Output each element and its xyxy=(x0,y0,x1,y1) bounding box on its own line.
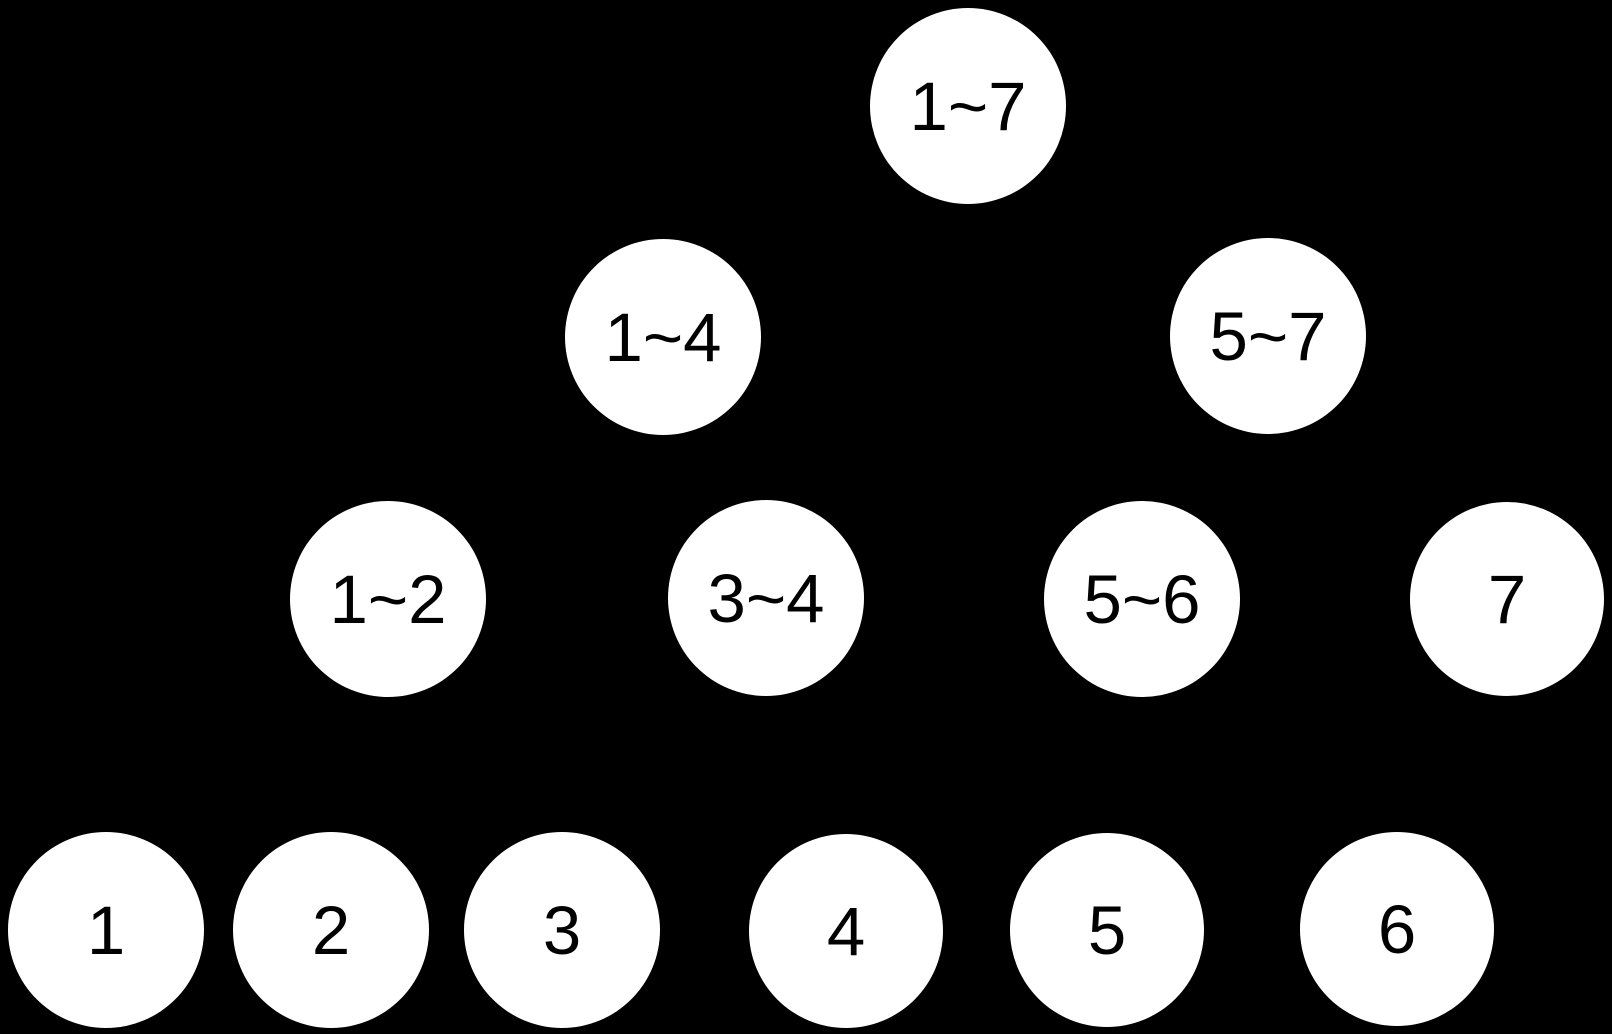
tree-node-1: 1 xyxy=(8,832,204,1028)
tree-node-label: 1~4 xyxy=(604,298,722,376)
tree-node-label: 6 xyxy=(1377,890,1417,968)
tree-node-4: 4 xyxy=(749,834,943,1028)
tree-node-label: 3 xyxy=(542,891,582,969)
tree-node-2: 2 xyxy=(233,832,429,1028)
tree-node-1-4: 1~4 xyxy=(565,239,761,435)
tree-node-5-6: 5~6 xyxy=(1044,501,1240,697)
tree-node-label: 2 xyxy=(311,891,351,969)
tree-node-label: 1 xyxy=(86,891,126,969)
tree-node-label: 7 xyxy=(1487,560,1527,638)
tree-node-label: 1~2 xyxy=(329,560,447,638)
tree-node-label: 4 xyxy=(826,892,866,970)
tree-node-1-2: 1~2 xyxy=(290,501,486,697)
tree-node-1-7: 1~7 xyxy=(870,8,1066,204)
tree-node-3: 3 xyxy=(464,832,660,1028)
tree-node-label: 5~7 xyxy=(1209,297,1327,375)
tree-node-7: 7 xyxy=(1410,502,1604,696)
tree-node-6: 6 xyxy=(1300,832,1494,1026)
tree-node-5: 5 xyxy=(1010,833,1204,1027)
tree-node-5-7: 5~7 xyxy=(1170,238,1366,434)
tree-node-label: 3~4 xyxy=(707,559,825,637)
tree-node-label: 1~7 xyxy=(909,67,1027,145)
tree-node-label: 5~6 xyxy=(1083,560,1201,638)
tree-node-label: 5 xyxy=(1087,891,1127,969)
tree-node-3-4: 3~4 xyxy=(668,500,864,696)
